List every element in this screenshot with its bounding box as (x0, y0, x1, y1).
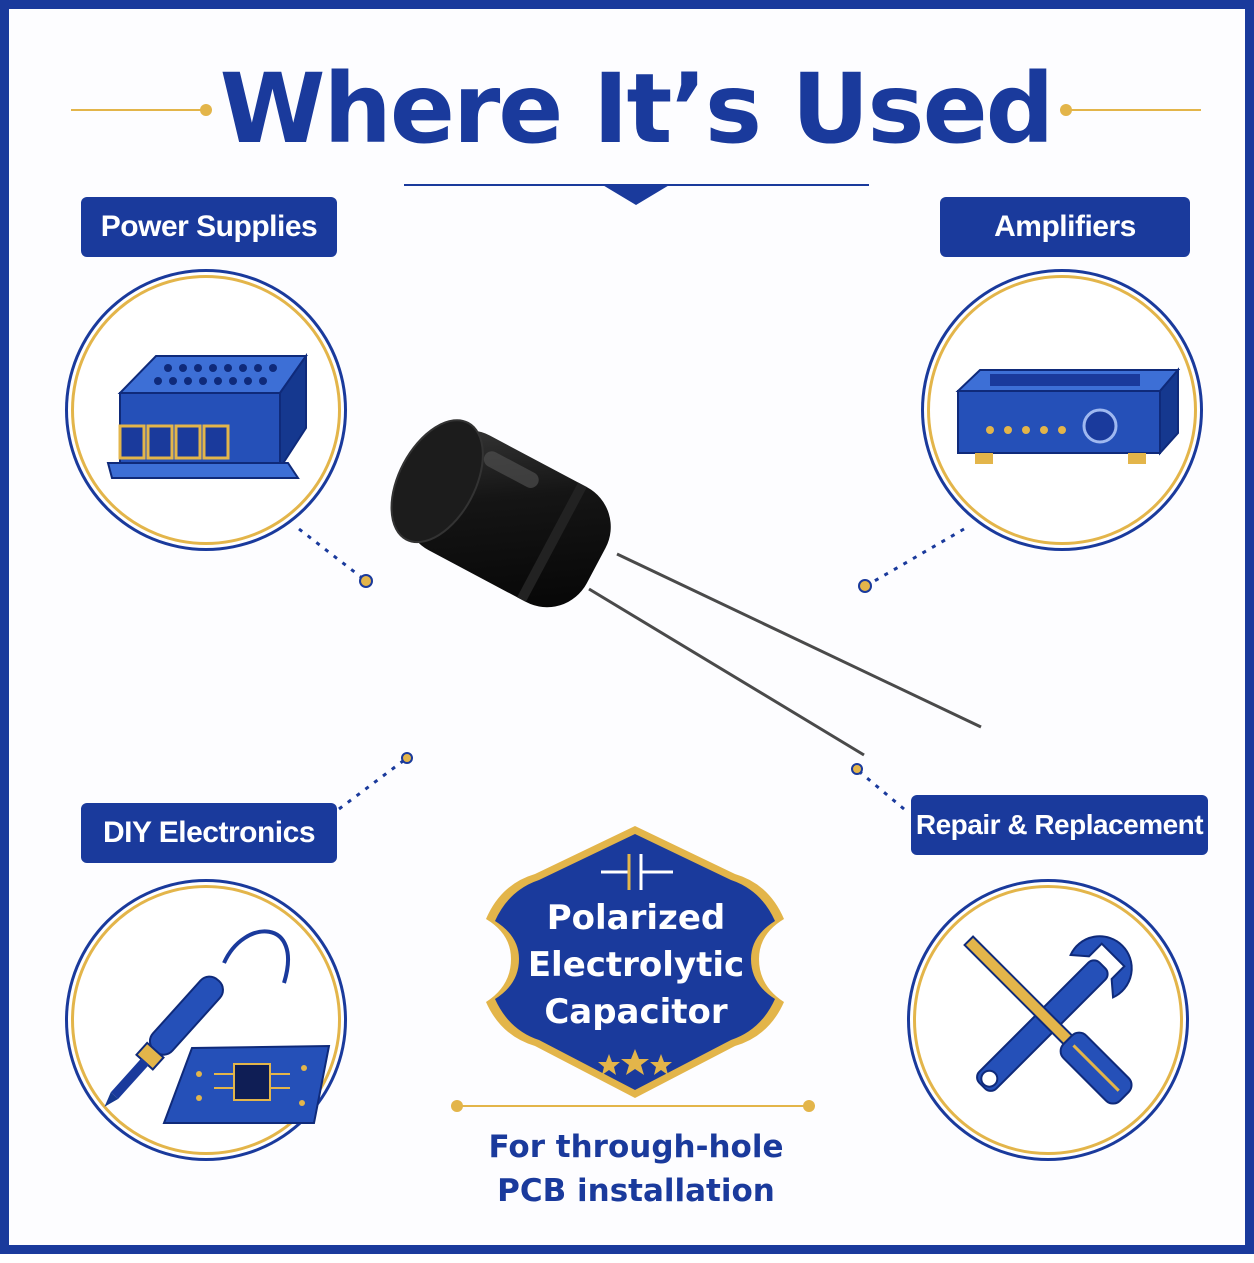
install-line-2: PCB installation (497, 1173, 775, 1209)
pcb-chip-icon (162, 1044, 331, 1124)
star-icon (598, 1049, 672, 1075)
install-line-1: For through-hole (488, 1129, 784, 1165)
soldering-iron-icon (104, 929, 291, 1107)
badge-line-3: Capacitor (544, 992, 728, 1032)
circle-amplifiers (927, 275, 1197, 545)
label-diy-electronics: DIY Electronics (81, 803, 337, 863)
screwdriver-icon (963, 935, 1133, 1105)
install-divider (451, 1100, 815, 1112)
label-repair-replacement: Repair & Replacement (911, 795, 1208, 855)
amplifier-icon (955, 367, 1181, 464)
badge-line-2: Electrolytic (527, 945, 745, 985)
badge-line-1: Polarized (546, 898, 726, 938)
circle-diy-electronics (71, 885, 341, 1155)
capacitor-badge (486, 826, 784, 1098)
capacitor-image (390, 419, 982, 757)
connector-lines (298, 527, 965, 811)
title-decoration (71, 104, 1201, 205)
page-title: Where It’s Used (219, 53, 1055, 165)
power-supply-icon (106, 352, 308, 479)
label-amplifiers: Amplifiers (940, 197, 1190, 257)
circle-repair-replacement (913, 885, 1183, 1155)
label-power-supplies: Power Supplies (81, 197, 337, 257)
circle-power-supplies (71, 275, 341, 545)
wrench-icon (976, 935, 1133, 1092)
capacitor-symbol-icon (601, 854, 673, 890)
